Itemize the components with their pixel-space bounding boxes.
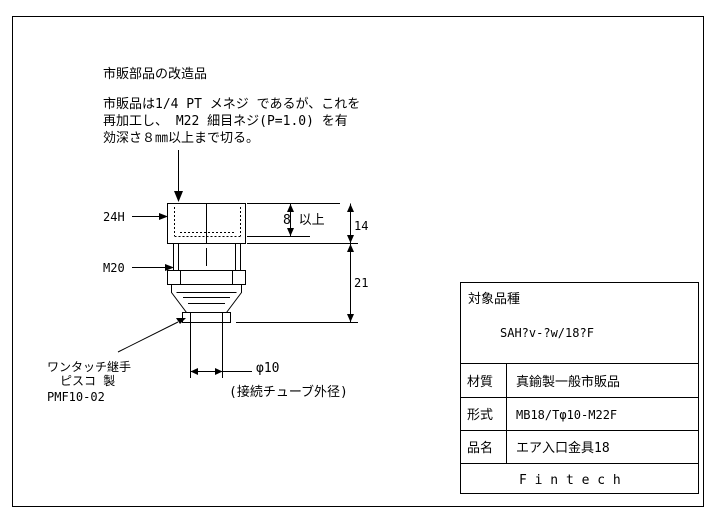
- tube-dia-label: φ10: [256, 361, 279, 376]
- depth-label: 8 以上: [283, 213, 325, 228]
- note-line-1: 市販品は1/4 PT メネジ であるが、これを: [103, 96, 360, 112]
- height-dimensions: 14 21: [236, 203, 368, 323]
- part-name-label: 品名: [467, 440, 493, 456]
- note-arrow: [174, 150, 183, 202]
- dim-lower-label: 21: [354, 276, 368, 290]
- hex-callout: 24H: [103, 210, 168, 224]
- company-name: F i n t e c h: [519, 473, 621, 488]
- title-block: 対象品種 SAH?v-?w/18?F 材質 真鍮製一般市販品 形式 MB18/T…: [460, 282, 699, 494]
- note-line-3: 効深さ８㎜以上まで切る。: [103, 131, 259, 146]
- material-value: 真鍮製一般市販品: [516, 374, 620, 390]
- tube-dimension: φ10 (接続チューブ外径): [190, 323, 348, 400]
- note-title: 市販部品の改造品: [103, 66, 207, 82]
- fitting-label-1: ワンタッチ継手: [47, 359, 131, 374]
- hex-label: 24H: [103, 210, 125, 224]
- note-line-2: 再加工し、 M22 細目ネジ(P=1.0) を有: [103, 114, 348, 129]
- tube-note-label: (接続チューブ外径): [229, 384, 348, 400]
- note-block: 市販部品の改造品 市販品は1/4 PT メネジ であるが、これを 再加工し、 M…: [103, 66, 360, 146]
- thread-label: M20: [103, 261, 125, 275]
- dim-upper-label: 14: [354, 219, 368, 233]
- model-value: MB18/Tφ10-M22F: [516, 408, 617, 422]
- model-label: 形式: [467, 408, 493, 423]
- fitting-part: [167, 203, 246, 323]
- thread-callout: M20: [103, 261, 174, 275]
- part-name-value: エア入口金具18: [516, 440, 610, 456]
- target-value: SAH?v-?w/18?F: [500, 326, 594, 340]
- depth-dimension: 8 以上: [247, 203, 340, 237]
- fitting-callout: ワンタッチ継手 ピスコ 製 PMF10-02: [47, 318, 186, 404]
- fitting-label-3: PMF10-02: [47, 390, 105, 404]
- target-label: 対象品種: [468, 291, 520, 307]
- material-label: 材質: [467, 375, 493, 390]
- fitting-label-2: ピスコ 製: [60, 374, 115, 388]
- drawing-border: [12, 16, 704, 507]
